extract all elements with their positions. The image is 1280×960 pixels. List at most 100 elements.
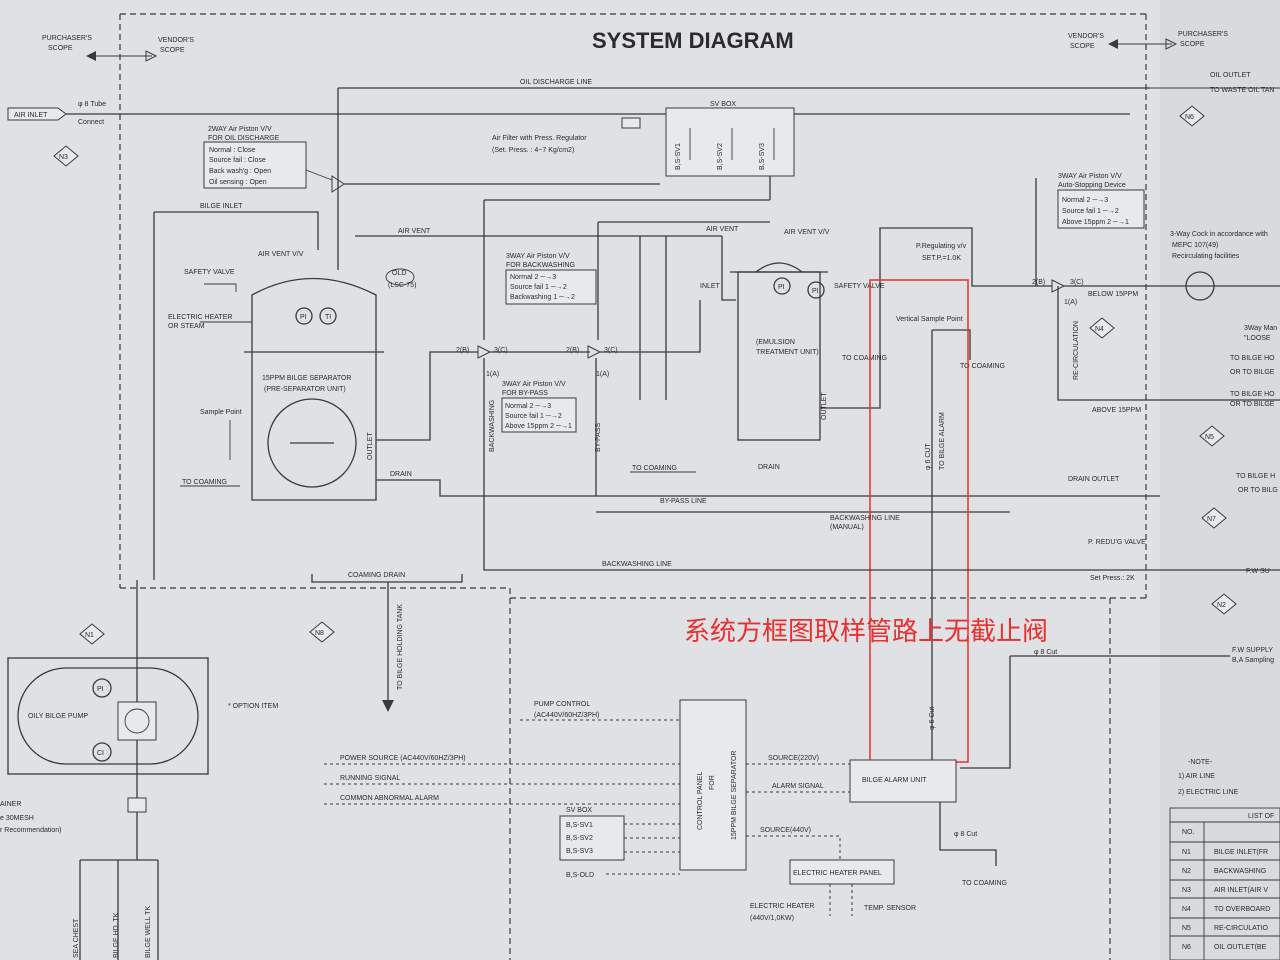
svg-text:PI: PI — [300, 314, 307, 321]
svg-text:B,S-OLD: B,S-OLD — [566, 872, 594, 879]
valve-3way-auto-stop: 3WAY Air Piston V/V Auto-Stopping Device… — [1032, 173, 1145, 380]
svg-text:15PPM BILGE SEPARATOR: 15PPM BILGE SEPARATOR — [262, 375, 351, 382]
svg-text:(LSC-75): (LSC-75) — [388, 282, 416, 289]
three-way-cock: 3-Way Cock in accordance with MEPC 107(4… — [1170, 231, 1278, 494]
node-n4: N4 — [1089, 317, 1115, 339]
svg-text:Air Filter with Press. Regulat: Air Filter with Press. Regulator — [492, 135, 587, 142]
svg-text:SOURCE(220V): SOURCE(220V) — [768, 755, 819, 762]
svg-text:ELECTRIC HEATER PANEL: ELECTRIC HEATER PANEL — [793, 870, 882, 877]
below-15ppm-label: BELOW 15PPM — [1088, 291, 1138, 298]
drain-outlet-label: DRAIN OUTLET — [1068, 476, 1120, 483]
oil-outlet-label: OIL OUTLET — [1210, 72, 1251, 79]
diagram-title: SYSTEM DIAGRAM — [592, 28, 794, 53]
svg-text:Backwashing 1 ─→2: Backwashing 1 ─→2 — [510, 294, 575, 301]
svg-text:N2: N2 — [1217, 602, 1226, 609]
vendor-scope-border — [119, 13, 1147, 960]
svg-text:Normal 2 ─→3: Normal 2 ─→3 — [510, 274, 556, 281]
node-n6: N6 — [1179, 105, 1205, 127]
svg-text:B,S-SV1: B,S-SV1 — [566, 822, 593, 829]
svg-text:INLET: INLET — [700, 283, 721, 290]
svg-text:BACKWASHING: BACKWASHING — [1214, 868, 1266, 875]
svg-text:DRAIN: DRAIN — [758, 464, 780, 471]
backwashing-line-label: BACKWASHING LINE — [602, 561, 672, 568]
svg-text:OR TO BILGE: OR TO BILGE — [1230, 369, 1275, 376]
svg-text:TO COAMING: TO COAMING — [962, 880, 1007, 887]
air-vent-label-1: AIR VENT — [398, 228, 431, 235]
svg-text:BILGE INLET(FR: BILGE INLET(FR — [1214, 849, 1268, 856]
svg-text:COMMON ABNORMAL ALARM: COMMON ABNORMAL ALARM — [340, 795, 439, 802]
svg-text:PUMP CONTROL: PUMP CONTROL — [534, 701, 590, 708]
emulsion-outlet-pipe — [820, 227, 973, 409]
svg-text:3(C): 3(C) — [494, 347, 508, 354]
svg-text:N3: N3 — [1182, 887, 1191, 894]
svg-text:SV BOX: SV BOX — [710, 101, 736, 108]
svg-text:N4: N4 — [1182, 906, 1191, 913]
drain-pipe — [376, 479, 1160, 497]
svg-text:1(A): 1(A) — [1064, 299, 1077, 306]
svg-text:OUTLET: OUTLET — [821, 392, 828, 420]
svg-text:VENDOR'S: VENDOR'S — [158, 37, 194, 44]
bilge-inlet-label: BILGE INLET — [200, 203, 243, 210]
bypass-pipes — [595, 300, 1010, 513]
svg-text:B,S-SV1: B,S-SV1 — [675, 143, 682, 170]
svg-text:φ 6 CUT: φ 6 CUT — [925, 443, 932, 470]
svg-text:Normal : Close: Normal : Close — [209, 147, 255, 154]
svg-text:AIR INLET: AIR INLET — [14, 112, 48, 119]
svg-text:Above 15ppm 2 ─→1: Above 15ppm 2 ─→1 — [505, 423, 572, 430]
svg-text:LIST OF: LIST OF — [1248, 813, 1274, 820]
svg-text:N2: N2 — [1182, 868, 1191, 875]
svg-text:TEMP. SENSOR: TEMP. SENSOR — [864, 905, 916, 912]
svg-text:OIL OUTLET(BE: OIL OUTLET(BE — [1214, 944, 1267, 951]
svg-text:N6: N6 — [1185, 114, 1194, 121]
svg-text:TO BILGE ALARM: TO BILGE ALARM — [939, 412, 946, 470]
air-inlet: AIR INLET φ 8 Tube Connect — [7, 101, 1130, 126]
svg-text:SCOPE: SCOPE — [48, 45, 73, 52]
svg-text:CONTROL PANEL: CONTROL PANEL — [697, 772, 704, 830]
svg-text:FOR: FOR — [709, 775, 716, 790]
svg-text:COAMING DRAIN: COAMING DRAIN — [348, 572, 405, 579]
backwashing-manual-label-2: (MANUAL) — [830, 524, 864, 531]
svg-text:B,S-SV2: B,S-SV2 — [566, 835, 593, 842]
svg-text:PURCHASER'S: PURCHASER'S — [42, 35, 92, 42]
svg-text:SEA CHEST: SEA CHEST — [73, 918, 80, 958]
svg-text:φ 8 Cut: φ 8 Cut — [1034, 649, 1057, 656]
svg-text:PI: PI — [812, 288, 819, 295]
svg-text:P. REDU'G VALVE: P. REDU'G VALVE — [1088, 539, 1146, 546]
svg-text:"LOOSE: "LOOSE — [1244, 335, 1271, 342]
svg-text:SAFETY VALVE: SAFETY VALVE — [834, 283, 885, 290]
svg-text:TO BILGE H: TO BILGE H — [1236, 473, 1275, 480]
svg-text:Recirculating facilities: Recirculating facilities — [1172, 253, 1240, 260]
separator-outlet-pipe — [376, 351, 478, 441]
svg-text:Source fail 1 ─→2: Source fail 1 ─→2 — [1062, 208, 1119, 215]
svg-text:2) ELECTRIC LINE: 2) ELECTRIC LINE — [1178, 789, 1239, 796]
bilge-inlet-pipe — [154, 211, 319, 250]
svg-text:* OPTION ITEM: * OPTION ITEM — [228, 703, 278, 710]
red-annotation: 系统方框图取样管路上无截止阀 — [684, 617, 1048, 647]
air-vent-label-2: AIR VENT — [706, 226, 739, 233]
svg-text:F.W SU: F.W SU — [1246, 568, 1270, 575]
scope-left: PURCHASER'S SCOPE VENDOR'S SCOPE — [42, 35, 194, 62]
svg-text:N4: N4 — [1095, 326, 1104, 333]
svg-text:3(C): 3(C) — [604, 347, 618, 354]
svg-text:TO BILGE HOLDING TANK: TO BILGE HOLDING TANK — [397, 604, 404, 690]
svg-text:3-Way Cock in accordance with: 3-Way Cock in accordance with — [1170, 231, 1268, 238]
svg-text:3Way Man: 3Way Man — [1244, 325, 1277, 332]
node-n8: N8 — [309, 621, 335, 643]
svg-text:1) AIR LINE: 1) AIR LINE — [1178, 773, 1215, 780]
auto-stop-pipes — [1035, 178, 1280, 401]
svg-text:Vertical Sample Point: Vertical Sample Point — [896, 316, 963, 323]
bottom-tanks: SEA CHEST BILGE HD. TK BILGE WELL TK — [73, 859, 159, 960]
svg-text:N7: N7 — [1207, 516, 1216, 523]
svg-text:N1: N1 — [1182, 849, 1191, 856]
p-reducing-valve: P. REDU'G VALVE Set Press.: 2K F.W SU — [830, 539, 1280, 582]
outlet-label-1: OUTLET — [367, 432, 374, 460]
svg-text:3(C): 3(C) — [1070, 279, 1084, 286]
sv-box-top: SV BOX B,S-SV1 B,S-SV2 B,S-SV3 — [665, 101, 795, 177]
svg-text:SAFETY VALVE: SAFETY VALVE — [184, 269, 235, 276]
svg-text:e 30MESH: e 30MESH — [0, 815, 34, 822]
svg-text:Oil sensing : Open: Oil sensing : Open — [209, 179, 267, 186]
svg-text:(440V/1,0KW): (440V/1,0KW) — [750, 915, 794, 922]
air-filter: Air Filter with Press. Regulator (Set. P… — [492, 117, 641, 154]
